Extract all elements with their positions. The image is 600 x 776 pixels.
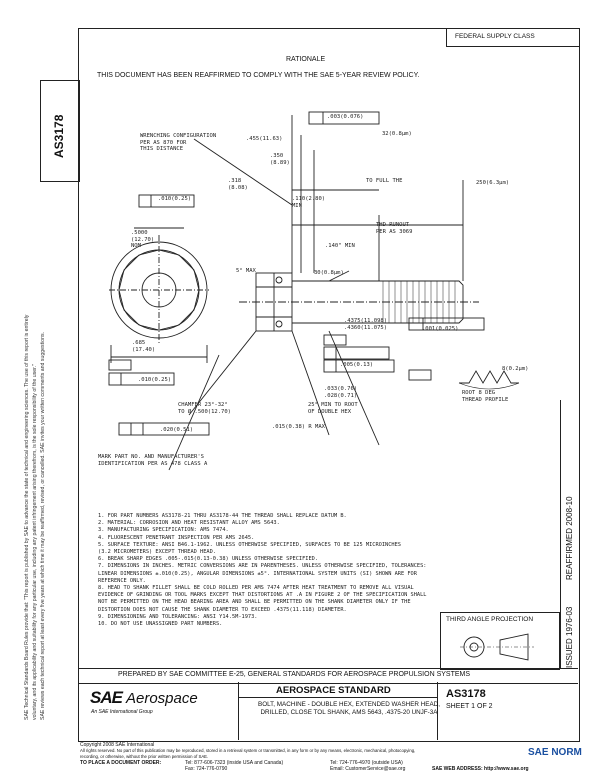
dim-318: .318 (8.08) <box>228 178 248 191</box>
rights-text: All rights reserved. No part of this pub… <box>80 748 416 753</box>
logo-aerospace: Aerospace <box>126 690 198 707</box>
angle-max: 5° MAX <box>236 268 256 274</box>
note-line: 2. MATERIAL: CORROSION AND HEAT RESISTAN… <box>98 520 280 527</box>
dim-8: 8(0.2μm) <box>502 366 529 372</box>
right-margin-divider <box>560 400 561 668</box>
dim-010a: .010(0.25) <box>158 196 192 202</box>
copyright: Copyright 2008 SAE International <box>80 742 155 748</box>
dim-4375: .4375(11.098) .4360(11.075) <box>344 318 388 331</box>
min-140: .140" MIN <box>325 243 355 249</box>
third-angle-box <box>440 612 560 670</box>
note-line: 4. FLUORESCENT PENETRANT INSPECTION PER … <box>98 534 255 541</box>
rights-text-2: recording, or otherwise, without the pri… <box>80 754 209 759</box>
note-line: 8. HEAD TO SHANK FILLET SHALL BE COLD RO… <box>98 585 414 592</box>
note-line: EVIDENCE OF GRINDING OR TOOL MARKS EXCEP… <box>98 592 427 599</box>
deg-25: 25° MIN TO ROOT OF DOUBLE HEX <box>308 402 358 415</box>
doc-number: AS3178 <box>446 688 486 700</box>
deg-30: 30(0.8μm) <box>314 270 344 276</box>
note-line: 6. BREAK SHARP EDGES .005-.015(0.13-0.38… <box>98 556 319 563</box>
title-divider-1 <box>238 682 239 740</box>
dim-033: .033(0.76) .028(0.71) <box>324 386 358 399</box>
note-line: REFERENCE ONLY. <box>98 577 146 584</box>
federal-supply-class: FEDERAL SUPPLY CLASS <box>455 33 535 40</box>
dim-005: .005(0.13) <box>340 362 374 368</box>
dim-001: .001(0.025) <box>422 326 459 332</box>
wrenching-label: WRENCHING CONFIGURATION PER AS 870 FOR T… <box>140 133 217 152</box>
issued-date: ISSUED 1976-03 <box>565 606 574 668</box>
dim-032: 32(0.8μm) <box>382 131 412 137</box>
note-line: 7. DIMENSIONS IN INCHES. METRIC CONVERSI… <box>98 563 427 570</box>
dim-003: .003(0.076) <box>327 114 364 120</box>
dim-250: 250(6.3μm) <box>476 180 510 186</box>
email: Email: CustomerService@sae.org <box>330 766 406 772</box>
reaffirmed-date: REAFFIRMED 2008-10 <box>565 496 574 580</box>
tel-inside: Tel: 877-606-7323 (inside USA and Canada… <box>185 760 284 766</box>
title-divider-2 <box>437 682 438 740</box>
dim-010b: .010(0.25) <box>138 377 172 383</box>
thread-profile-label: ROOT 8 DEG THREAD PROFILE <box>462 390 509 403</box>
web-address: SAE WEB ADDRESS: http://www.sae.org <box>432 766 529 772</box>
note-line: NOT BE PERMITTED ON THE HEAD BEARING ARE… <box>98 599 411 606</box>
federal-supply-box <box>446 28 579 47</box>
third-angle-label: THIRD ANGLE PROJECTION <box>446 616 534 623</box>
doc-id-box <box>40 80 80 182</box>
notes-block: 1. FOR PART NUMBERS AS3178-21 THRU AS317… <box>98 513 558 628</box>
fax: Fax: 724-776-0790 <box>185 766 228 772</box>
dim-455: .455(11.63) <box>246 136 283 142</box>
dim-685: .685 (17.40) <box>132 340 156 353</box>
projection-symbol <box>460 633 534 661</box>
r-max: .015(0.38) R MAX <box>272 424 325 430</box>
title-divider-3 <box>238 697 437 698</box>
note-line: 5. SURFACE TEXTURE: ANSI B46.1-1962. UNL… <box>98 541 401 548</box>
prepared-by: PREPARED BY SAE COMMITTEE E-25, GENERAL … <box>118 671 471 678</box>
doc-id-vertical: AS3178 <box>52 114 66 158</box>
note-line: (3.2 MICROMETERS) EXCEPT THREAD HEAD. <box>98 549 216 556</box>
note-line: LINEAR DIMENSIONS ±.010(0.25), ANGULAR D… <box>98 570 417 577</box>
note-line: DISTORTION DOES NOT CAUSE THE SHANK DIAM… <box>98 606 347 613</box>
logo-tagline: An SAE International Group <box>91 709 153 715</box>
rationale-text: THIS DOCUMENT HAS BEEN REAFFIRMED TO COM… <box>97 72 420 79</box>
prepared-bar <box>79 668 578 684</box>
margin-text-3: SAE reviews each technical report at lea… <box>40 332 46 720</box>
margin-text-1: SAE Technical Standards Board Rules prov… <box>24 314 30 720</box>
dim-350: .350 (8.89) <box>270 153 290 166</box>
tel-outside: Tel: 724-776-4970 (outside USA) <box>330 760 403 766</box>
note-line: 9. DIMENSIONING AND TOLERANCING: ANSI Y1… <box>98 613 258 620</box>
note-line: 10. DO NOT USE UNASSIGNED PART NUMBERS. <box>98 621 223 628</box>
note-line: 1. FOR PART NUMBERS AS3178-21 THRU AS317… <box>98 513 347 519</box>
dim-500: .5000 (12.70) NOM <box>131 230 155 249</box>
mark-part-label: MARK PART NO. AND MANUFACTURER'S IDENTIF… <box>98 454 208 467</box>
dim-110: .110(2.80) MIN <box>292 196 326 209</box>
order-label: TO PLACE A DOCUMENT ORDER: <box>80 760 162 766</box>
sheet-number: SHEET 1 OF 2 <box>446 703 493 710</box>
thread-profile <box>459 370 519 384</box>
dim-020: .020(0.51) <box>160 427 194 433</box>
rationale-title: RATIONALE <box>286 56 326 63</box>
sae-norm-watermark: SAE NORM <box>528 747 582 758</box>
standard-label: AEROSPACE STANDARD <box>276 685 391 696</box>
left-margin-divider <box>78 28 79 740</box>
note-line: 3. MANUFACTURING SPECIFICATION: AMS 7474… <box>98 527 229 534</box>
bolt-drawing <box>108 111 520 471</box>
margin-text-2: voluntary, and its applicability and sui… <box>32 364 38 720</box>
thd-runout: THD RUNOUT PER AS 3069 <box>376 222 413 235</box>
to-full-the: TO FULL THE <box>366 178 403 184</box>
chamfer-label: CHAMFER 23°-32° TO Ø .500(12.70) <box>178 402 231 415</box>
logo-sae: SAE <box>90 688 123 707</box>
part-title: BOLT, MACHINE - DOUBLE HEX, EXTENDED WAS… <box>258 701 440 716</box>
